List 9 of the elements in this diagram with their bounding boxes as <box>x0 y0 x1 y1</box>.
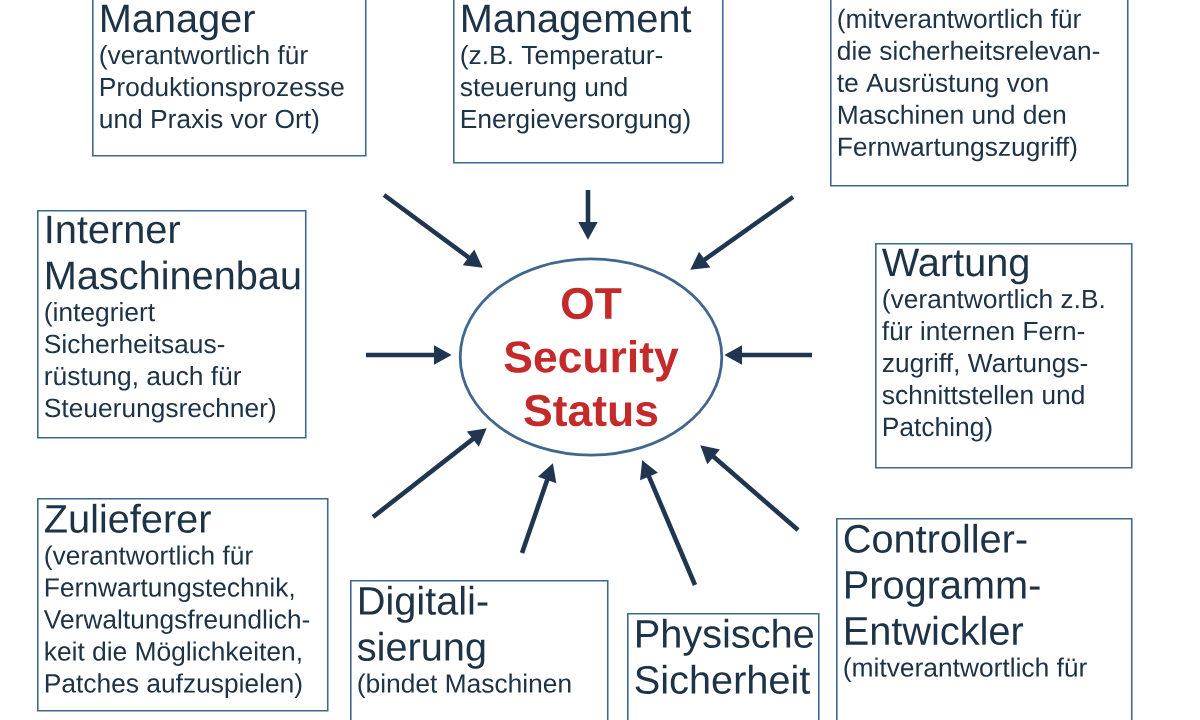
text-box: Zulieferer (verantwortlich für Fernwartungstechnik, Verwaltungsfreundlich- keit die Möglichkeiten, Patches aufzuspielen) <box>37 498 329 712</box>
text-box: Interner Maschinenbau (integriert Sicherheitsaus- rüstung, auch für Steuerungsrechner) <box>37 210 307 439</box>
text-box: (mitverantwortlich für die sicherheitsrelevan- te Ausrüstung von Maschinen und den Fernwartungszugriff) <box>830 0 1129 187</box>
text-box: Physische Sicherheit <box>627 613 820 720</box>
text-box: Digitali- sierung (bindet Maschinen <box>350 580 609 720</box>
text-box: Manager (verantwortlich für Produktionsprozesse und Praxis vor Ort) <box>92 0 367 157</box>
text-box: Wartung (verantwortlich z.B. für internen Fern- zugriff, Wartungs- schnittstellen und Patching) <box>875 243 1133 469</box>
text-box: Controller- Programm- Entwickler (mitverantwortlich für <box>836 518 1133 720</box>
text-box: Management (z.B. Temperatur- steuerung und Energieversorgung) <box>453 0 724 164</box>
